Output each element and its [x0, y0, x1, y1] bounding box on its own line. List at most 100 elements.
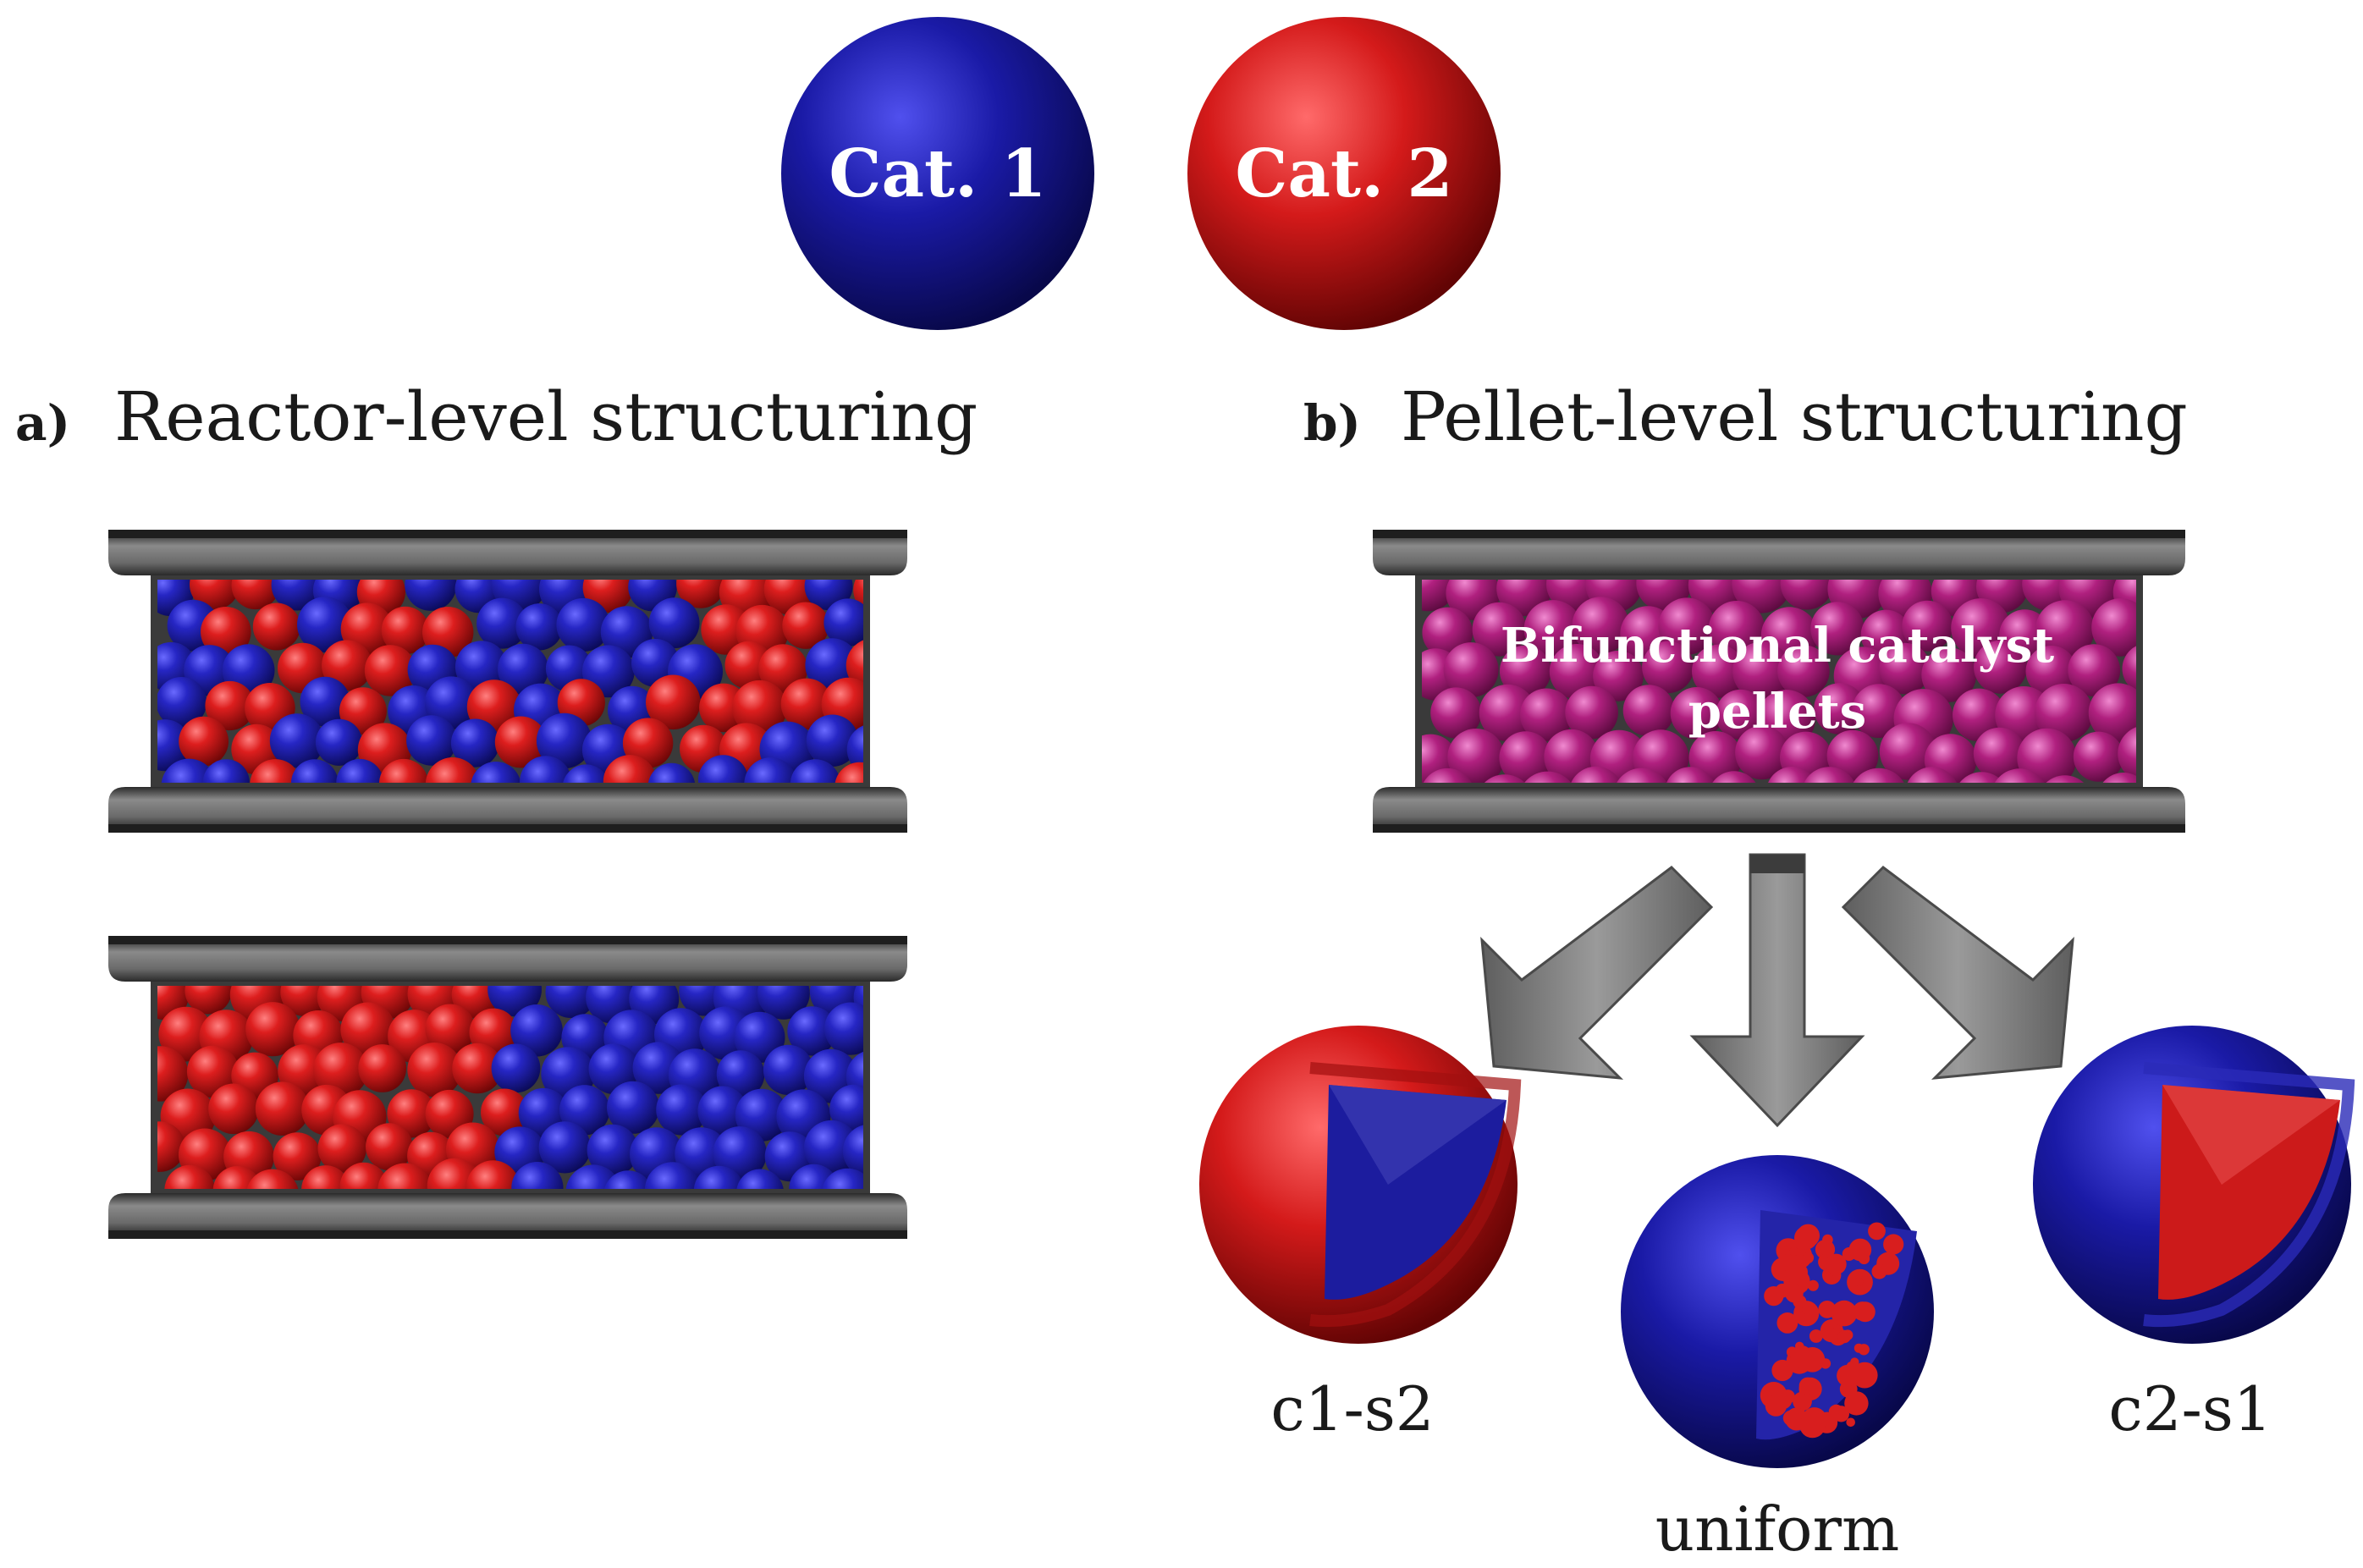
- inclusion-dot: [1883, 1234, 1904, 1255]
- packed-particle: [481, 1088, 528, 1136]
- packed-particle: [607, 1081, 659, 1134]
- arrow-right: [1841, 866, 2074, 1080]
- cat1-label: Cat. 1: [829, 135, 1046, 212]
- packed-particle: [245, 1002, 300, 1057]
- inclusion-dot: [1871, 1263, 1887, 1279]
- packed-particle: [511, 1162, 564, 1189]
- packed-particle: [587, 1124, 639, 1176]
- packed-particle: [1430, 687, 1482, 739]
- reactor-segmented-particles: [157, 986, 863, 1189]
- pellet-c1-s2-label: c1-s2: [1270, 1373, 1434, 1444]
- packed-particle: [545, 986, 597, 1018]
- packed-particle: [1804, 767, 1855, 783]
- packed-particle: [1921, 647, 1977, 702]
- packed-particle: [231, 580, 280, 610]
- packed-particle: [631, 639, 680, 687]
- inclusion-dot: [1771, 1359, 1793, 1382]
- packed-particle: [2118, 727, 2136, 781]
- pellet-c2-s1-cut-edge: [2143, 1062, 2355, 1328]
- inclusion-dot: [1807, 1279, 1819, 1291]
- packed-particle: [250, 759, 301, 783]
- packed-particle: [2091, 598, 2136, 657]
- packed-particle: [520, 756, 572, 783]
- packed-particle: [713, 1126, 767, 1180]
- legend-cat2: Cat. 2: [1187, 17, 1501, 330]
- inclusion-dot: [1826, 1253, 1847, 1275]
- packed-particle: [1447, 729, 1505, 783]
- arrow-left: [1480, 866, 1714, 1080]
- packed-particle: [1974, 640, 2027, 694]
- packed-particle: [407, 1043, 462, 1098]
- inclusion-dot: [1790, 1345, 1813, 1367]
- inclusion-dot: [1868, 1222, 1886, 1241]
- inclusion-dot: [1822, 1234, 1833, 1246]
- packed-particle: [824, 1002, 863, 1055]
- packed-particle: [697, 1086, 748, 1136]
- packed-particle: [491, 1043, 541, 1093]
- reactor-bifunctional: Bifunctional catalyst pellets: [1373, 530, 2185, 833]
- packed-particle: [255, 1081, 310, 1136]
- packed-particle: [179, 716, 229, 767]
- packed-particle: [358, 1044, 407, 1092]
- packed-particle: [208, 1083, 259, 1135]
- inclusion-dot: [1846, 1417, 1855, 1428]
- packed-particle: [1768, 767, 1816, 783]
- inclusion-dot: [1776, 1312, 1798, 1334]
- packed-particle: [1959, 772, 2004, 783]
- inclusion-dot: [1791, 1263, 1809, 1281]
- packed-particle: [1994, 768, 2045, 783]
- packed-particle: [452, 1043, 503, 1094]
- packed-particle: [1692, 644, 1745, 698]
- packed-particle: [1826, 729, 1879, 782]
- packed-particle: [297, 597, 353, 652]
- packed-particle: [563, 764, 609, 783]
- packed-particle: [1902, 600, 1953, 652]
- packed-particle: [646, 674, 701, 730]
- packed-particle: [280, 986, 329, 1016]
- packed-particle: [1593, 650, 1644, 701]
- packed-particle: [1732, 641, 1792, 701]
- packed-particle: [1814, 683, 1866, 734]
- packed-particle: [842, 1125, 863, 1178]
- packed-particle: [1423, 767, 1472, 783]
- packed-particle: [734, 1011, 785, 1063]
- inclusion-dot: [1858, 1344, 1870, 1356]
- packed-particle: [790, 759, 841, 783]
- packed-particle: [340, 1002, 396, 1058]
- packed-particle: [1499, 645, 1551, 697]
- packed-particle: [471, 762, 521, 783]
- packed-particle: [450, 718, 500, 767]
- packed-particle: [1524, 771, 1572, 783]
- packed-particle: [656, 1084, 708, 1136]
- inclusion-dot: [1851, 1362, 1878, 1389]
- reactor-bifunctional-top-wall: [1373, 533, 2185, 575]
- packed-particle: [2102, 773, 2136, 783]
- packed-particle: [2046, 775, 2085, 783]
- packed-particle: [322, 640, 372, 691]
- packed-particle: [732, 679, 787, 735]
- cat2-sphere: [1187, 17, 1501, 330]
- pellet-uniform-label: uniform: [1655, 1494, 1899, 1565]
- packed-particle: [406, 715, 457, 766]
- packed-particle: [1658, 597, 1716, 655]
- panel-b-title: Pellet-level structuring: [1401, 377, 2188, 456]
- packed-particle: [381, 606, 430, 655]
- panel-a-letter: a): [15, 394, 70, 452]
- packed-particle: [1549, 644, 1605, 700]
- packed-particle: [1666, 767, 1715, 783]
- packed-particle: [1622, 685, 1675, 736]
- reactor-mixed-bottom-wall: [108, 787, 907, 829]
- packed-particle: [2073, 731, 2123, 782]
- packed-particle: [510, 1004, 563, 1057]
- packed-particle: [200, 607, 251, 657]
- packed-particle: [603, 755, 657, 783]
- inclusion-dot: [1828, 1404, 1844, 1420]
- packed-particle: [846, 725, 863, 774]
- inclusion-dot: [1809, 1329, 1823, 1343]
- packed-particle: [1472, 602, 1527, 657]
- inclusion-dot: [1854, 1277, 1864, 1286]
- packed-particle: [538, 1121, 591, 1174]
- pellet-c1-s2-cut-edge: [1309, 1062, 1522, 1328]
- reactor-segmented: [108, 936, 907, 1239]
- packed-particle: [466, 1160, 520, 1189]
